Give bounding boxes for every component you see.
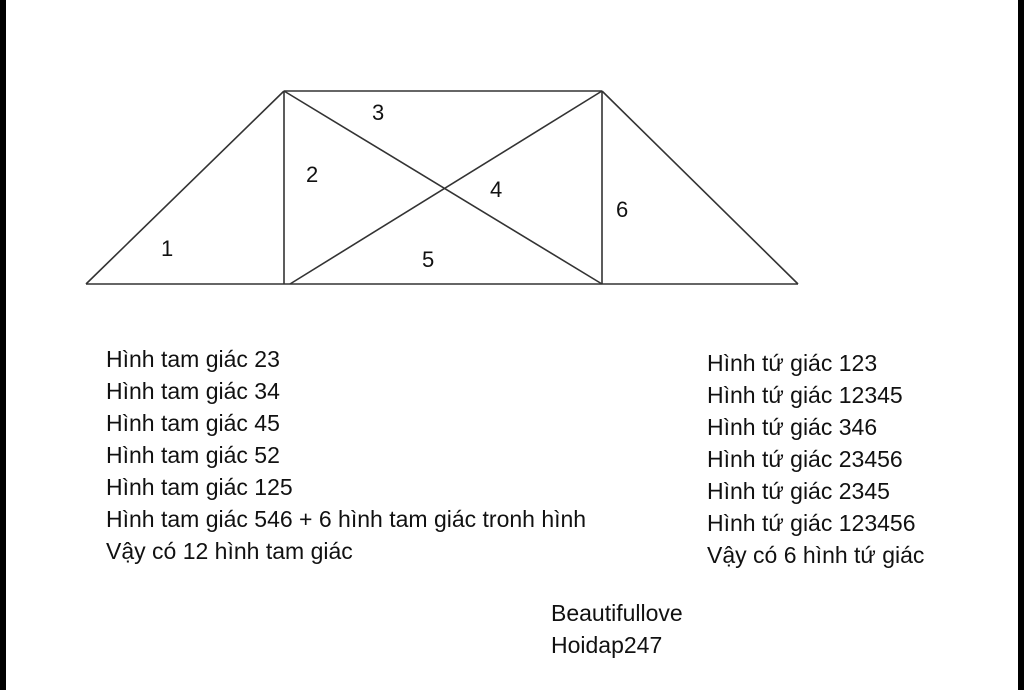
region-label-2: 2	[306, 162, 318, 187]
quadrilateral-item: Hình tứ giác 2345	[707, 478, 890, 504]
triangle-item: Hình tam giác 23	[106, 346, 280, 372]
triangle-item: Hình tam giác 52	[106, 442, 280, 468]
triangle-item: Hình tam giác 546 + 6 hình tam giác tron…	[106, 506, 587, 532]
triangle-total: Vậy có 12 hình tam giác	[106, 538, 353, 564]
quadrilateral-item: Hình tứ giác 23456	[707, 446, 903, 472]
region-label-6: 6	[616, 197, 628, 222]
quadrilateral-list: Hình tứ giác 123 Hình tứ giác 12345 Hình…	[707, 347, 924, 571]
region-label-1: 1	[161, 236, 173, 261]
quadrilateral-item: Hình tứ giác 346	[707, 414, 878, 440]
author-credit: Beautifullove Hoidap247	[551, 597, 683, 661]
quadrilateral-total: Vậy có 6 hình tứ giác	[707, 542, 925, 568]
credit-site: Hoidap247	[551, 632, 663, 658]
region-label-4: 4	[490, 177, 502, 202]
trapezoid-diagram: 1 2 3 4 5 6	[85, 90, 799, 285]
quadrilateral-item: Hình tứ giác 123	[707, 350, 878, 376]
quadrilateral-item: Hình tứ giác 12345	[707, 382, 903, 408]
right-side-line	[601, 90, 799, 285]
diagonal-line-b	[289, 90, 603, 285]
credit-author: Beautifullove	[551, 600, 683, 626]
triangle-list: Hình tam giác 23 Hình tam giác 34 Hình t…	[106, 343, 586, 567]
left-side-line	[85, 90, 285, 285]
diagonal-line-a	[283, 90, 603, 285]
region-label-5: 5	[422, 247, 434, 272]
answer-canvas: 1 2 3 4 5 6 Hình tam giác 23 Hình tam gi…	[6, 0, 1018, 690]
region-label-3: 3	[372, 100, 384, 125]
triangle-item: Hình tam giác 34	[106, 378, 280, 404]
trapezoid-figure: 1 2 3 4 5 6	[6, 0, 1018, 320]
triangle-item: Hình tam giác 45	[106, 410, 280, 436]
triangle-item: Hình tam giác 125	[106, 474, 293, 500]
quadrilateral-item: Hình tứ giác 123456	[707, 510, 916, 536]
